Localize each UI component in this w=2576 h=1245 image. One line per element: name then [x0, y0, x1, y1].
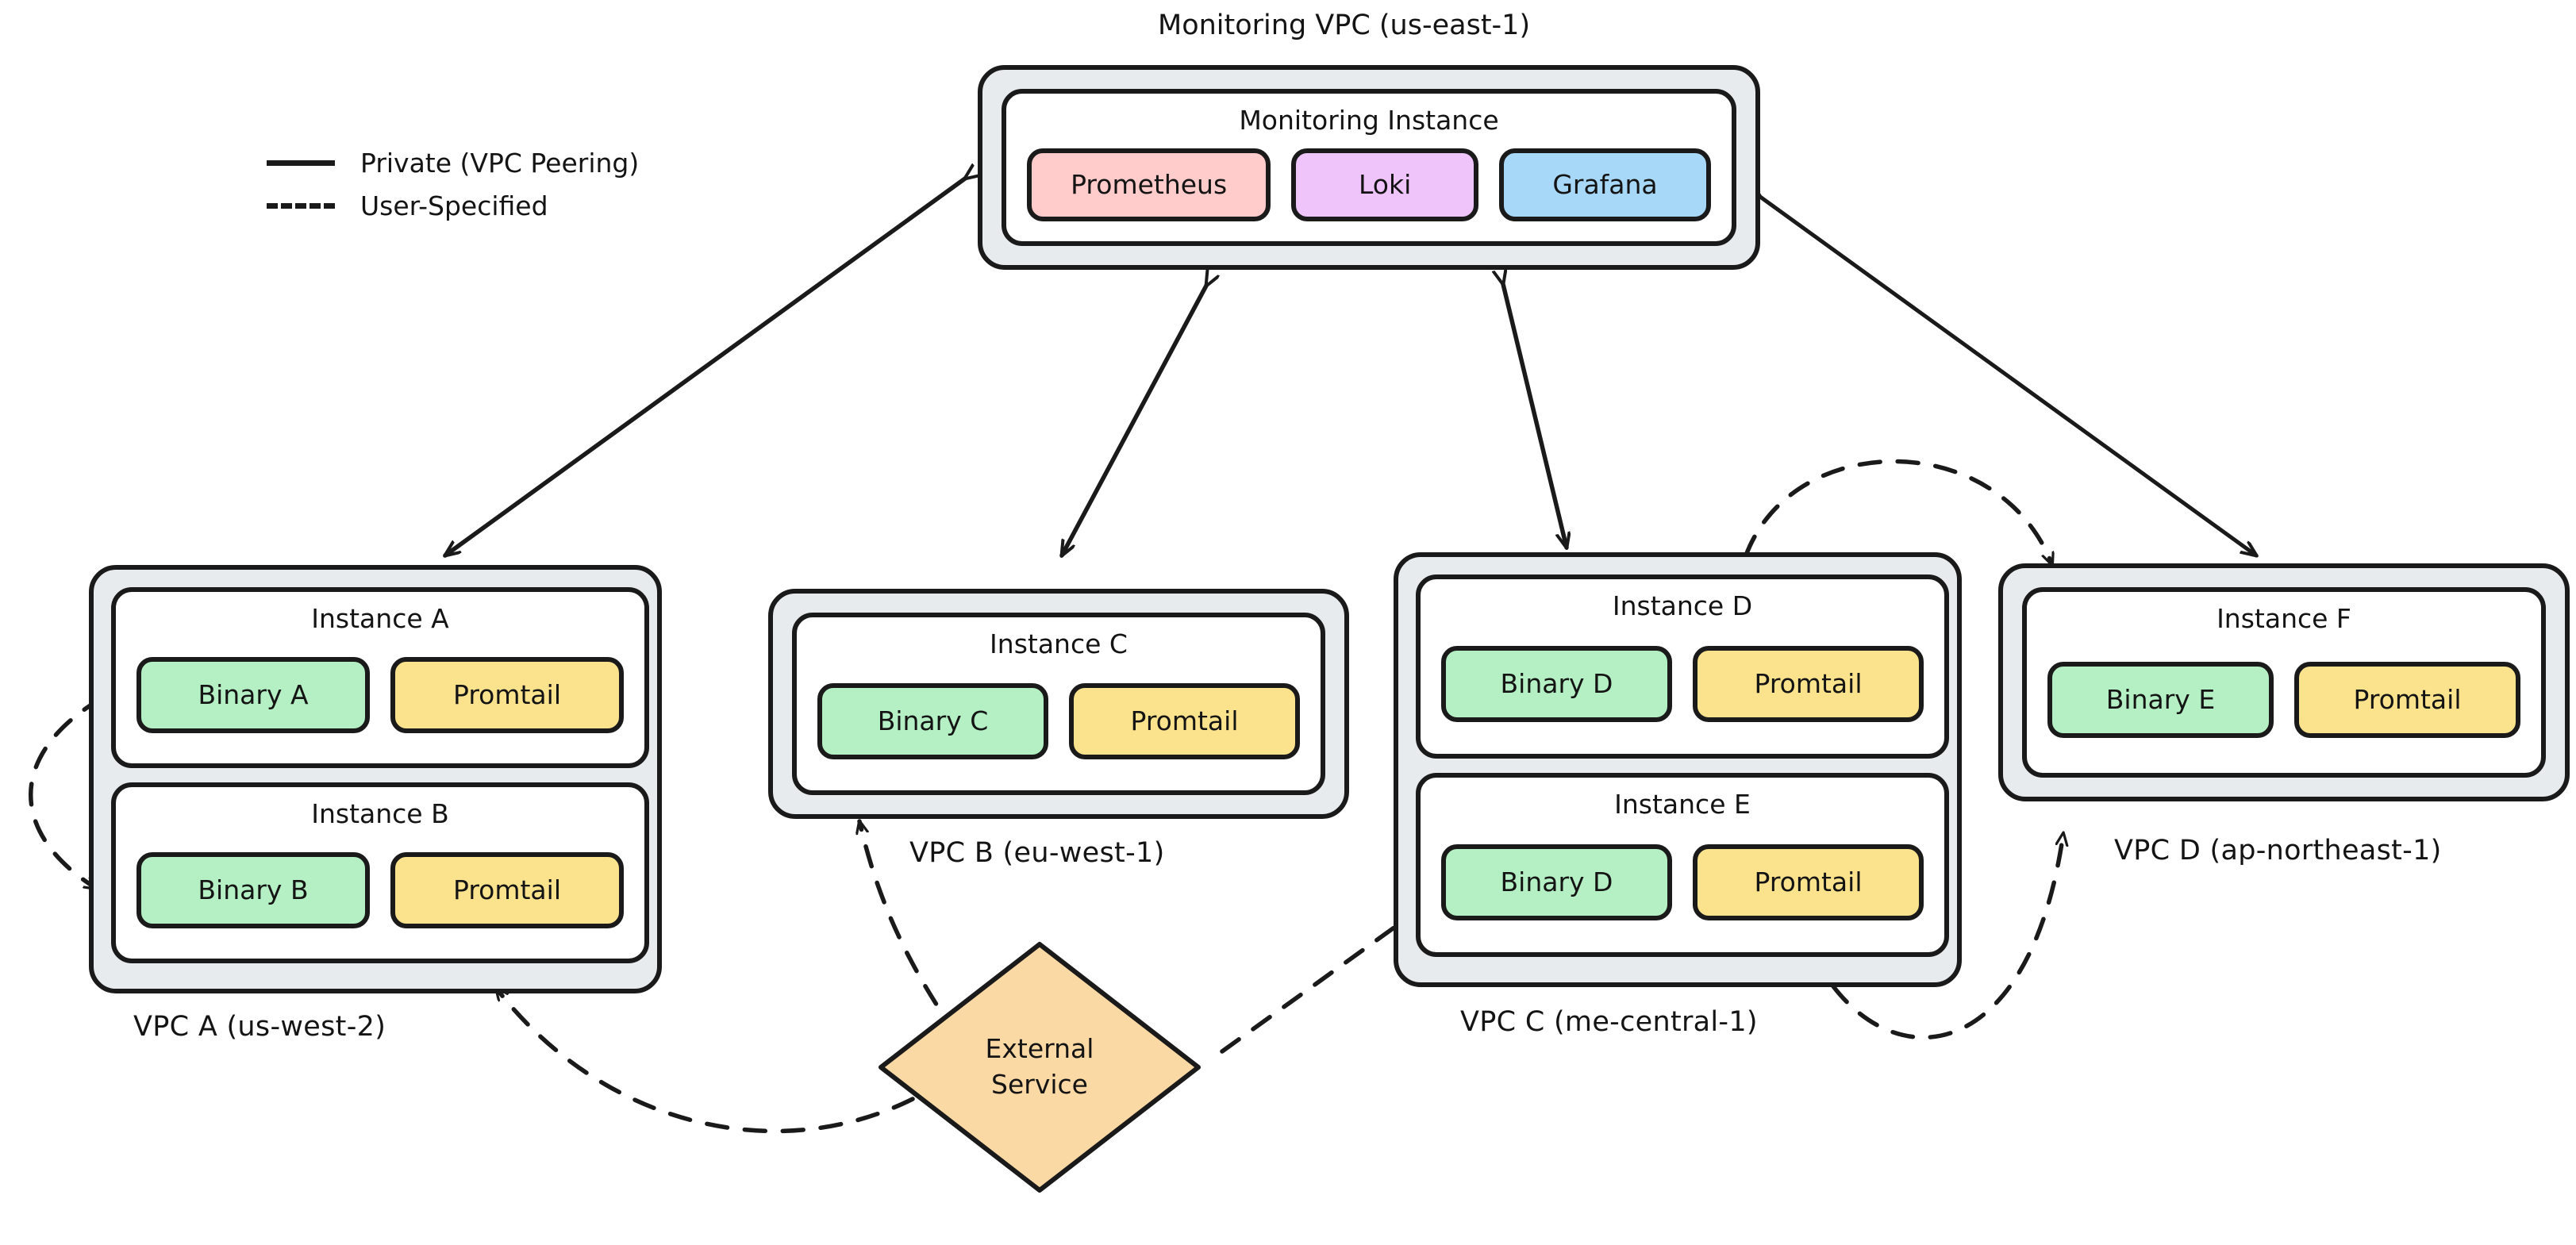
component-binary-e-slot[interactable]: Binary D	[1441, 843, 1672, 920]
instance-a[interactable]: Instance A Binary A Promtail	[111, 587, 649, 768]
external-service-line1: External	[985, 1033, 1094, 1065]
connector-monitoring-to-vpc-c	[1503, 284, 1567, 548]
component-binary-e[interactable]: Binary E	[2047, 661, 2274, 738]
connector-monitoring-to-vpc-a	[445, 179, 965, 558]
legend-item-user-specified: User-Specified	[267, 184, 639, 227]
instance-c-title: Instance C	[990, 628, 1128, 659]
component-binary-a[interactable]: Binary A	[136, 656, 370, 733]
instance-d-title: Instance D	[1612, 590, 1753, 621]
instance-c[interactable]: Instance C Binary C Promtail	[792, 613, 1325, 795]
component-loki[interactable]: Loki	[1291, 148, 1478, 221]
connector-monitoring-to-vpc-d	[1760, 197, 2256, 555]
instance-f[interactable]: Instance F Binary E Promtail	[2022, 587, 2546, 778]
vpc-c-label: VPC C (me-central-1)	[1460, 1006, 1758, 1038]
instance-d[interactable]: Instance D Binary D Promtail	[1416, 574, 1949, 759]
monitoring-vpc-label: Monitoring VPC (us-east-1)	[1158, 10, 1531, 41]
vpc-c-container[interactable]: Instance D Binary D Promtail Instance E …	[1394, 552, 1962, 987]
component-binary-c[interactable]: Binary C	[817, 682, 1048, 759]
dashed-line-icon	[267, 202, 335, 209]
legend-label-private: Private (VPC Peering)	[360, 147, 640, 179]
external-service-label: External Service	[873, 936, 1206, 1198]
component-promtail-b[interactable]: Promtail	[390, 851, 624, 928]
external-service-node[interactable]: External Service	[873, 936, 1206, 1198]
component-binary-d[interactable]: Binary D	[1441, 645, 1672, 722]
vpc-a-label: VPC A (us-west-2)	[133, 1011, 386, 1043]
vpc-b-container[interactable]: Instance C Binary C Promtail	[768, 589, 1349, 819]
instance-f-title: Instance F	[2217, 603, 2351, 634]
component-promtail-d[interactable]: Promtail	[1693, 645, 1924, 722]
solid-line-icon	[267, 159, 335, 166]
vpc-b-label: VPC B (eu-west-1)	[909, 837, 1165, 869]
connector-external-service-to-vpc-a	[494, 986, 915, 1134]
component-grafana[interactable]: Grafana	[1498, 148, 1711, 221]
legend-label-user-specified: User-Specified	[360, 190, 548, 221]
instance-a-title: Instance A	[311, 603, 449, 634]
vpc-d-label: VPC D (ap-northeast-1)	[2114, 835, 2442, 867]
component-promtail-a[interactable]: Promtail	[390, 656, 624, 733]
component-promtail-e[interactable]: Promtail	[1693, 843, 1924, 920]
vpc-d-container[interactable]: Instance F Binary E Promtail	[1998, 563, 2570, 801]
instance-b[interactable]: Instance B Binary B Promtail	[111, 782, 649, 963]
component-binary-b[interactable]: Binary B	[136, 851, 370, 928]
vpc-a-container[interactable]: Instance A Binary A Promtail Instance B …	[89, 565, 662, 993]
connector-monitoring-to-vpc-b	[1059, 286, 1206, 555]
monitoring-vpc-container[interactable]: Monitoring Instance Prometheus Loki Graf…	[978, 65, 1760, 270]
instance-b-title: Instance B	[311, 798, 449, 829]
diamond-shape	[879, 942, 1201, 1193]
instance-e-title: Instance E	[1614, 789, 1751, 820]
connector-external-service-to-instance-e	[1220, 906, 1423, 1054]
connector-instance-d-to-instance-f	[1746, 459, 2055, 565]
component-prometheus[interactable]: Prometheus	[1027, 148, 1271, 221]
legend-item-private: Private (VPC Peering)	[267, 141, 639, 184]
monitoring-instance-title: Monitoring Instance	[1239, 105, 1499, 136]
component-promtail-f[interactable]: Promtail	[2294, 661, 2520, 738]
external-service-line2: Service	[991, 1069, 1088, 1100]
monitoring-instance[interactable]: Monitoring Instance Prometheus Loki Graf…	[1002, 89, 1736, 246]
component-promtail-c[interactable]: Promtail	[1069, 682, 1300, 759]
legend: Private (VPC Peering) User-Specified	[267, 141, 639, 227]
instance-e[interactable]: Instance E Binary D Promtail	[1416, 773, 1949, 957]
